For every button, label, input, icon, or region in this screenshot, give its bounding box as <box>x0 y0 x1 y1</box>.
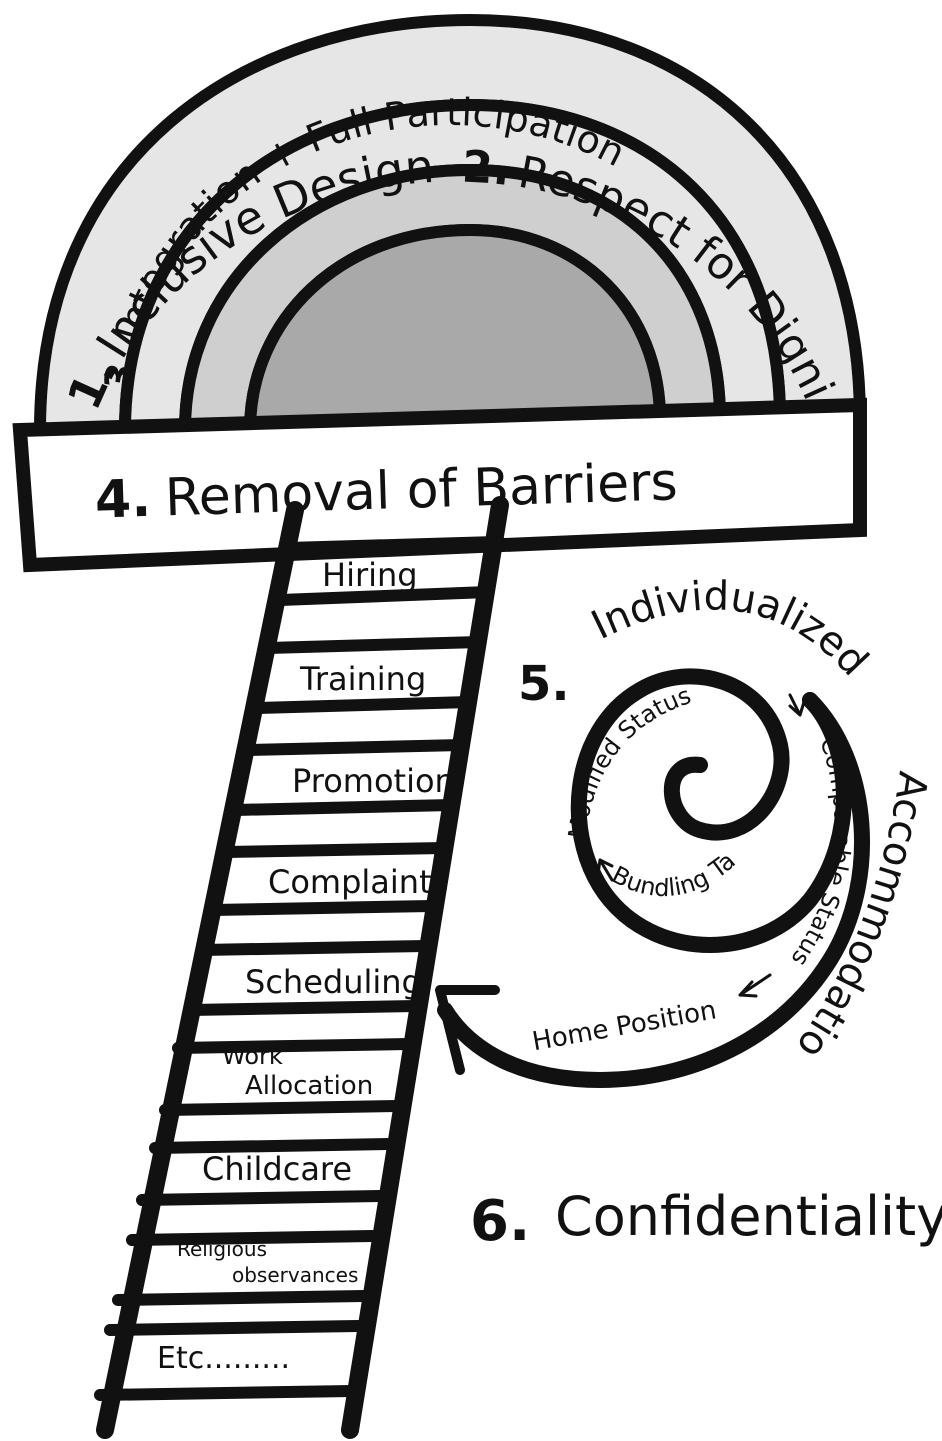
ladder-rung <box>136 1190 386 1206</box>
confidentiality-number: 6. <box>470 1189 530 1254</box>
ladder-rung <box>262 636 486 654</box>
ladder-rung <box>149 1138 396 1154</box>
ladder-rung <box>242 739 468 756</box>
ladder-rung <box>172 1038 414 1054</box>
ladder-rung <box>274 586 494 606</box>
ladder-rung <box>159 1100 404 1116</box>
banner: 4.Removal of Barriers <box>12 397 867 573</box>
ladder-rung <box>94 1385 358 1401</box>
ladder: Hiring Training Promotion Complaints Sch… <box>94 496 509 1439</box>
spiral-line <box>570 668 852 953</box>
ladder-label-religious: Religious <box>177 1237 267 1261</box>
ladder-rungs <box>94 536 502 1401</box>
ladder-label-childcare: Childcare <box>202 1150 352 1188</box>
spiral-arrow-to-ladder <box>435 985 500 1075</box>
spiral-outer-line <box>437 692 870 1088</box>
arch-core <box>243 223 667 437</box>
ladder-rung <box>112 1290 370 1306</box>
ladder-rung <box>126 1230 378 1246</box>
arrow-home-to-comparable <box>738 973 772 998</box>
spiral-title-line1: Individualized <box>584 573 876 685</box>
ladder-label-work: Work <box>222 1042 283 1070</box>
confidentiality: 6. Confidentiality <box>470 1185 942 1254</box>
ladder-rung <box>196 940 431 956</box>
ladder-label-training: Training <box>299 660 426 698</box>
ladder-rung <box>220 842 450 858</box>
ladder-rung <box>206 900 438 916</box>
ladder-label-scheduling: Scheduling <box>245 963 422 1001</box>
ladder-label-complaints: Complaints <box>268 863 448 901</box>
ladder-label-etc: Etc......... <box>157 1341 290 1376</box>
banner-box <box>12 397 867 573</box>
ladder-label-allocation: Allocation <box>245 1071 373 1101</box>
ladder-rung <box>282 536 502 554</box>
ladder-right-rail <box>341 496 509 1439</box>
ladder-label-hiring: Hiring <box>322 556 418 594</box>
banner-text: 4.Removal of Barriers <box>94 452 678 530</box>
ladder-rung <box>252 696 476 714</box>
arch: 1.Inclusive Design 2.Respect for Dignity… <box>0 0 867 437</box>
ladder-label-observances: observances <box>232 1263 358 1287</box>
ladder-label-promotion: Promotion <box>292 762 455 800</box>
ladder-left-rail <box>96 501 304 1439</box>
ladder-rung <box>104 1320 364 1336</box>
spiral-number: 5. <box>518 656 570 712</box>
arrow-bundling-to-modified <box>596 858 614 882</box>
confidentiality-label: Confidentiality <box>555 1185 942 1248</box>
ladder-rung <box>230 799 458 816</box>
step-home: Home Position <box>530 995 719 1057</box>
ladder-rung <box>184 1000 422 1016</box>
arrow-comparable-to-modified <box>788 693 806 717</box>
